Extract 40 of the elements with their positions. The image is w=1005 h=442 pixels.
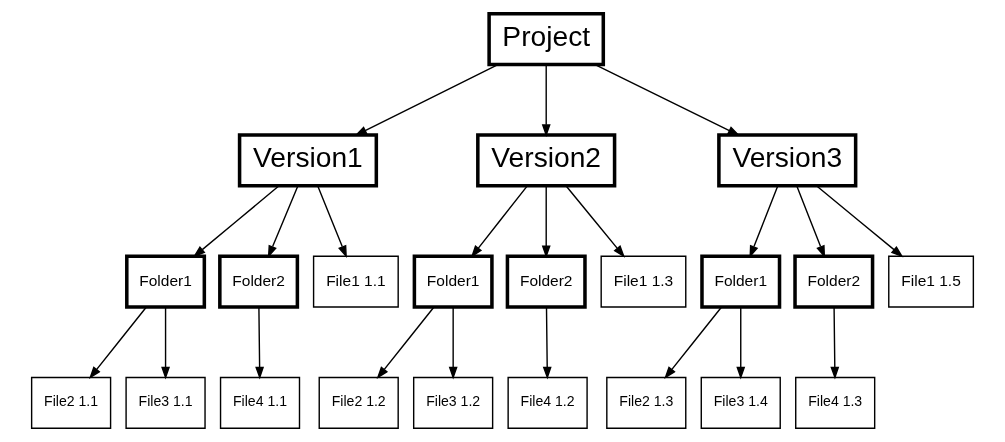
node-box: Project	[487, 12, 606, 67]
arrow	[830, 306, 840, 380]
arrow	[89, 306, 147, 379]
node-box: File1 1.5	[888, 255, 975, 308]
arrow	[565, 185, 626, 258]
arrow	[255, 306, 265, 380]
node-box: Folder1	[412, 254, 494, 309]
node-box: Version2	[476, 133, 617, 188]
node-box: Folder1	[125, 254, 207, 309]
node-box: File4 1.3	[795, 376, 876, 429]
node-box: Folder2	[505, 254, 587, 309]
node-box: File3 1.4	[700, 376, 781, 429]
arrow	[317, 185, 347, 259]
node-box: File3 1.2	[412, 376, 494, 429]
node-box: File1 1.1	[312, 255, 399, 308]
arrow	[470, 185, 528, 258]
node-box: Folder1	[700, 254, 782, 309]
node-box: Version1	[237, 133, 379, 188]
node-box: File4 1.1	[219, 376, 301, 429]
arrow	[594, 64, 741, 136]
node-box: File4 1.2	[507, 376, 588, 429]
arrow	[664, 306, 722, 379]
arrow	[541, 185, 551, 259]
node-box: File1 1.3	[600, 255, 687, 308]
node-box: File3 1.1	[125, 376, 206, 429]
arrow	[354, 64, 499, 136]
node-box: File2 1.1	[30, 376, 112, 429]
arrow	[736, 306, 746, 380]
arrow	[161, 306, 170, 380]
arrow	[816, 185, 904, 258]
arrow	[448, 306, 458, 380]
arrow	[542, 306, 552, 380]
node-box: File2 1.2	[318, 376, 399, 429]
node-box: File2 1.3	[606, 376, 687, 429]
arrow	[376, 306, 435, 379]
arrow	[192, 185, 280, 258]
node-box: Folder2	[793, 254, 875, 309]
node-box: Version3	[717, 133, 858, 188]
node-box: Folder2	[218, 254, 300, 309]
arrow	[541, 64, 551, 137]
